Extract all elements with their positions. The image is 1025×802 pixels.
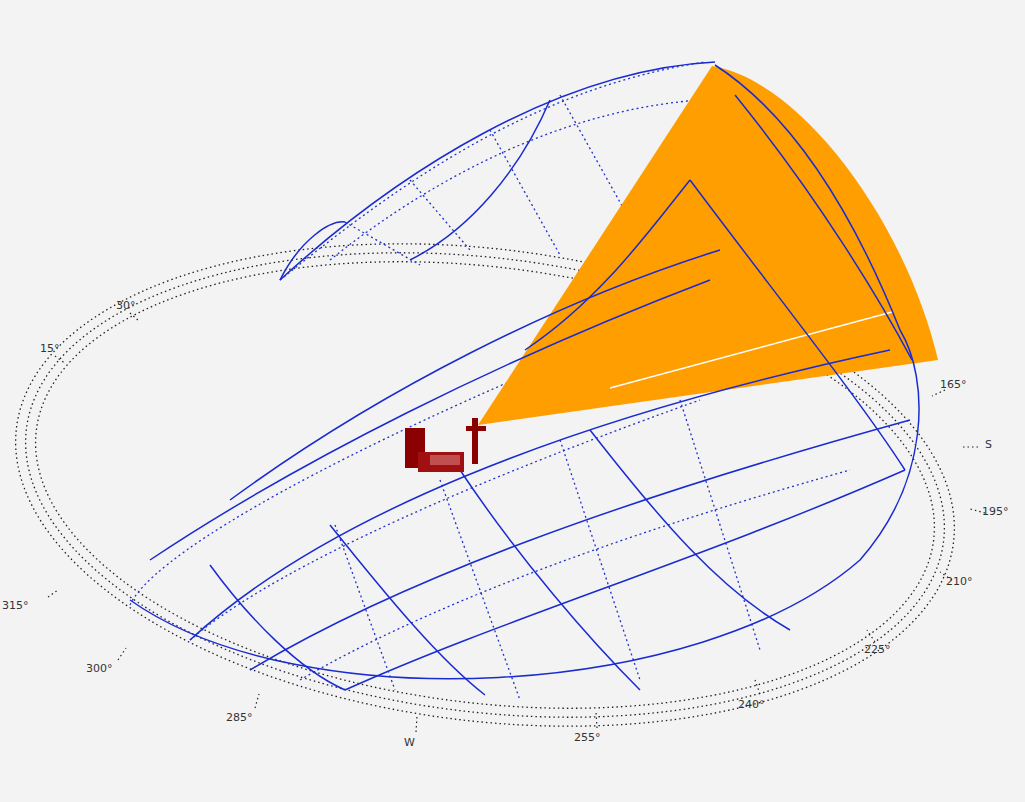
compass-label: S	[985, 439, 992, 450]
compass-label: 30°	[116, 300, 136, 311]
compass-label: 195°	[982, 506, 1009, 517]
compass-label: W	[404, 737, 415, 748]
compass-label: 300°	[86, 663, 113, 674]
cone-highlight	[610, 312, 892, 388]
compass-label: 210°	[946, 576, 973, 587]
compass-label: 225°	[864, 644, 891, 655]
sun-cone	[478, 66, 938, 425]
compass-label: 315°	[2, 600, 29, 611]
compass-label: 15°	[40, 343, 60, 354]
compass-label: 240°	[738, 699, 765, 710]
observer-figure	[405, 418, 486, 472]
compass-label: 255°	[574, 732, 601, 743]
compass-label: 285°	[226, 712, 253, 723]
compass-label: 165°	[940, 379, 967, 390]
sun-path-solid	[130, 62, 919, 695]
